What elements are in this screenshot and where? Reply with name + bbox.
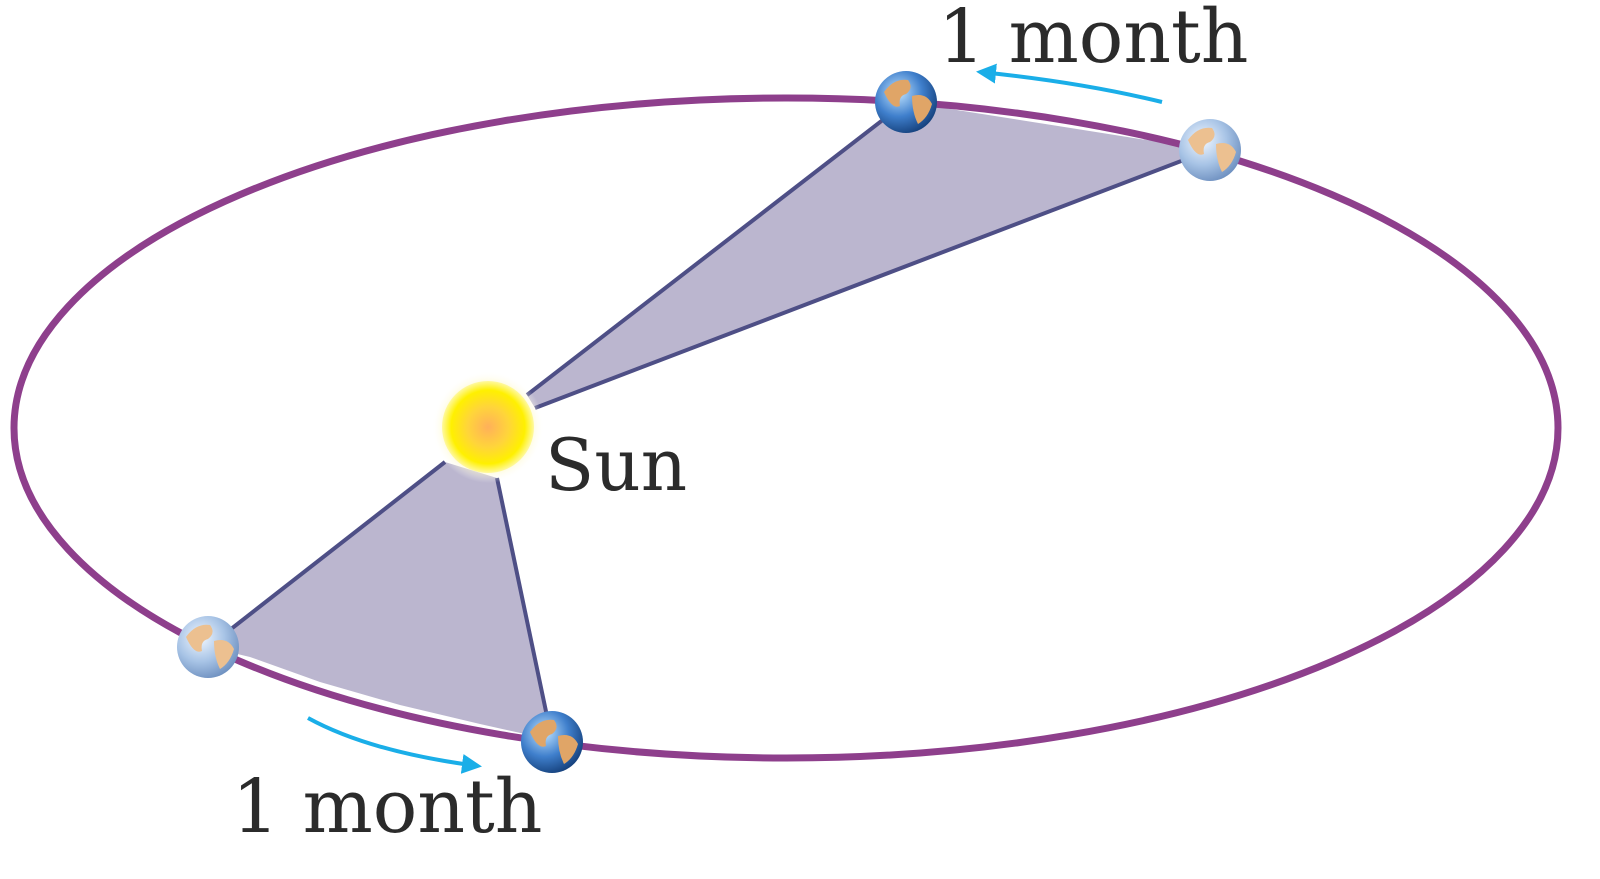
earth-position-bottom-left (177, 616, 239, 678)
arrow-top (976, 63, 1163, 104)
radius-line-upper-right (534, 148, 1211, 410)
radius-line-lower-right (495, 477, 554, 741)
arrow-bottom (307, 716, 482, 774)
sun-label: Sun (545, 423, 687, 507)
radius-line-lower-left (206, 460, 447, 649)
earth-position-top-right (1179, 119, 1241, 181)
swept-area-upper (527, 102, 1210, 408)
swept-area-lower (208, 462, 552, 740)
sun (442, 381, 534, 473)
earth-position-bottom-right (521, 711, 583, 773)
top-interval-label: 1 month (938, 0, 1248, 80)
bottom-interval-label: 1 month (232, 764, 542, 850)
earth-position-top-left (875, 71, 937, 133)
radius-line-upper-left (525, 100, 908, 397)
orbit-ellipse (10, 94, 1562, 762)
